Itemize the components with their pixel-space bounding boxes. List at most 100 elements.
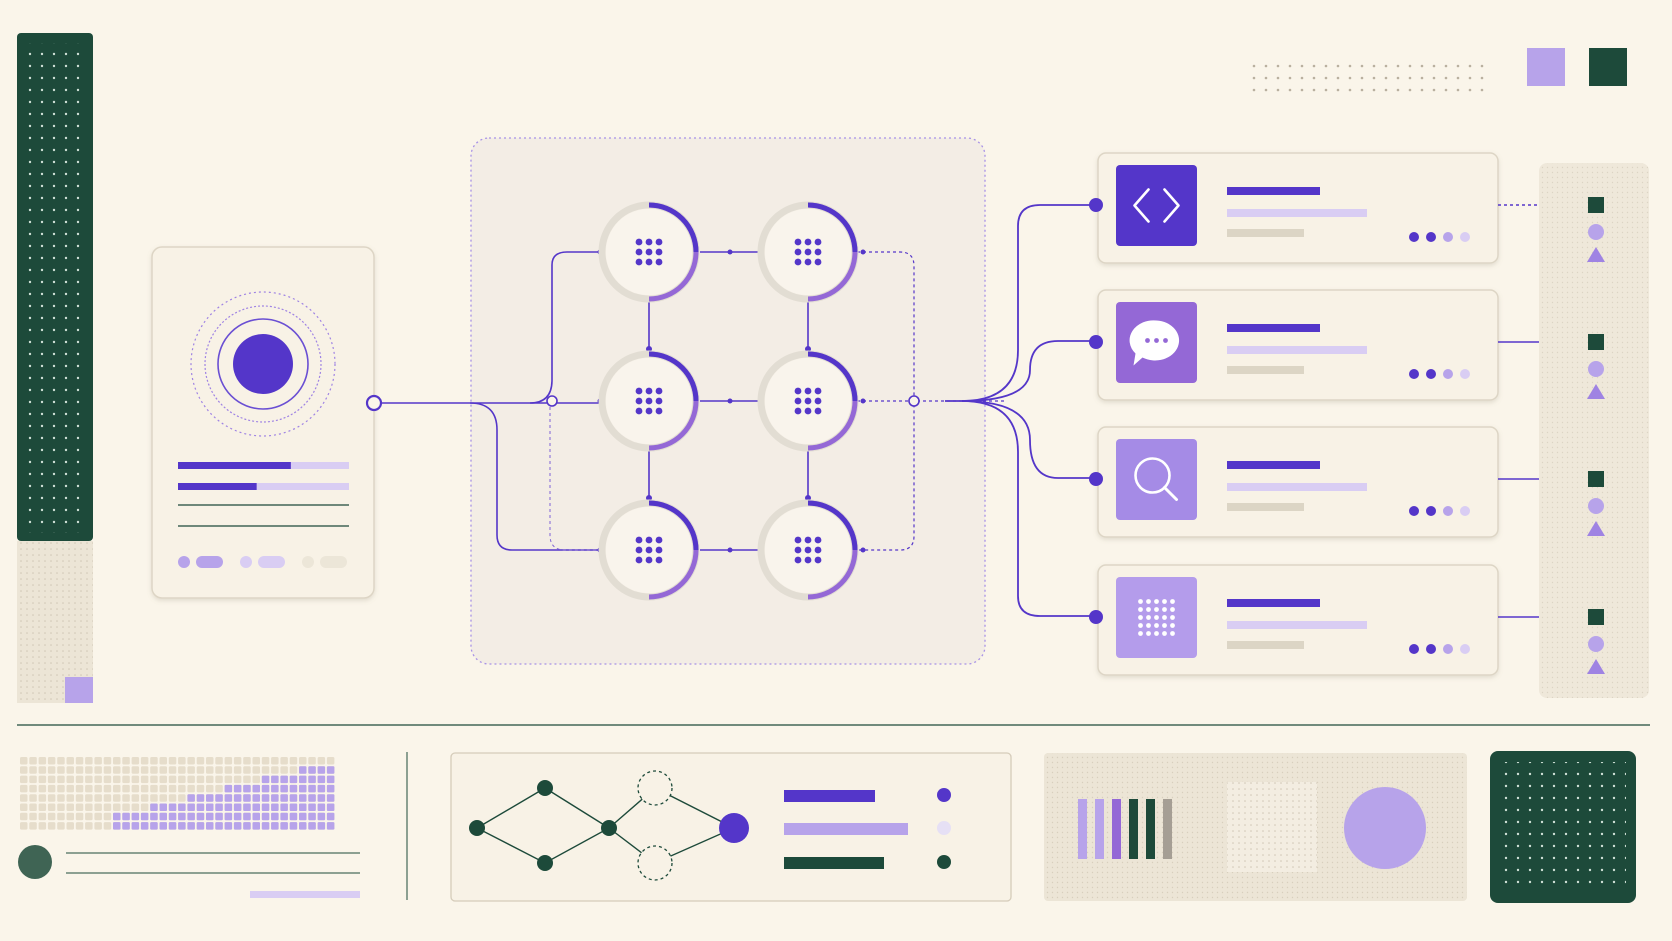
mosaic-cell-filled xyxy=(122,822,130,830)
mosaic-cell-empty xyxy=(38,822,47,830)
circle-icon xyxy=(1588,361,1604,377)
mosaic-cell-empty xyxy=(131,766,140,774)
mosaic-cell-empty xyxy=(57,812,65,821)
strip-dot xyxy=(1288,88,1292,92)
network-bar-1 xyxy=(784,790,875,802)
mosaic-cell-empty xyxy=(215,766,223,774)
mosaic-cell-empty xyxy=(308,757,316,765)
mosaic-cell-empty xyxy=(47,757,56,765)
grid-dot xyxy=(804,387,812,395)
grid-dot xyxy=(645,248,653,256)
mosaic-cell-filled xyxy=(271,803,279,811)
fan-line-4 xyxy=(961,400,1096,617)
card-status-dot xyxy=(1409,232,1419,242)
card-short-bar xyxy=(1227,366,1304,374)
mosaic-cell-filled xyxy=(159,812,167,821)
mosaic-cell-empty xyxy=(103,784,112,793)
grid-dot xyxy=(655,556,663,564)
mosaic-cell-empty xyxy=(103,766,112,774)
grid-dot xyxy=(655,536,663,544)
mosaic-cell-empty xyxy=(233,775,242,784)
strip-dot xyxy=(1444,64,1448,68)
dot-grid-icon xyxy=(794,536,822,564)
input-branch-up xyxy=(529,251,600,404)
mosaic-cell-filled xyxy=(261,812,270,821)
mosaic-circle-marker xyxy=(18,845,52,879)
strip-dot xyxy=(1324,76,1328,80)
mosaic-cell-filled xyxy=(159,822,167,830)
grid-dot xyxy=(1146,623,1151,628)
mosaic-cell-empty xyxy=(20,775,28,784)
grid-dot xyxy=(635,556,643,564)
mosaic-cell-filled xyxy=(271,784,279,793)
output-card xyxy=(1089,152,1568,264)
pill-dot xyxy=(302,556,314,568)
grid-dot xyxy=(814,536,822,544)
grid-dot xyxy=(794,258,802,266)
grid-dot xyxy=(804,536,812,544)
mosaic-cell-empty xyxy=(140,766,149,774)
mosaic-cell-empty xyxy=(29,794,37,802)
mosaic-cell-empty xyxy=(66,766,74,774)
mosaic-cell-empty xyxy=(113,766,121,774)
grid-dot xyxy=(794,238,802,246)
mosaic-cell-empty xyxy=(168,794,177,802)
mosaic-cell-filled xyxy=(289,784,298,793)
card-status-dot xyxy=(1409,506,1419,516)
strip-dot xyxy=(1348,64,1352,68)
strip-dot xyxy=(1288,76,1292,80)
grid-dot xyxy=(1138,631,1143,636)
mosaic-cell-empty xyxy=(94,794,102,802)
output-card xyxy=(1089,426,1568,538)
strip-dot xyxy=(1300,64,1304,68)
strip-dot xyxy=(1264,76,1268,80)
mosaic-cell-empty xyxy=(57,784,65,793)
mosaic-cell-empty xyxy=(196,784,205,793)
mosaic-cell-empty xyxy=(113,757,121,765)
mosaic-cell-empty xyxy=(20,794,28,802)
mosaic-cell-empty xyxy=(113,803,121,811)
mosaic-cell-empty xyxy=(57,803,65,811)
input-card xyxy=(151,246,383,599)
grid-dot xyxy=(794,536,802,544)
chat-dot xyxy=(1145,338,1150,343)
card-status-dot xyxy=(1426,506,1436,516)
node-progress-arc-strong xyxy=(807,202,858,253)
card-line-bar xyxy=(1227,483,1367,491)
mosaic-cell-empty xyxy=(103,822,112,830)
card-status-dot xyxy=(1426,369,1436,379)
mosaic-cell-empty xyxy=(85,822,93,830)
grid-dot xyxy=(814,556,822,564)
mosaic-cell-empty xyxy=(94,757,102,765)
mosaic-cell-empty xyxy=(85,775,93,784)
grid-dot xyxy=(1170,607,1175,612)
node-progress-arc-strong xyxy=(648,202,699,253)
mosaic-cell-empty xyxy=(178,794,186,802)
mosaic-cell-empty xyxy=(103,757,112,765)
strip-dot xyxy=(1336,76,1340,80)
mosaic-cell-empty xyxy=(75,775,84,784)
strip-dot xyxy=(1456,64,1460,68)
network-bar-3 xyxy=(784,857,884,869)
pill-dot xyxy=(178,556,190,568)
mosaic-cell-filled xyxy=(224,794,233,802)
barcode-stripe xyxy=(1163,799,1172,859)
mosaic-cell-empty xyxy=(85,803,93,811)
left-side-bar xyxy=(17,33,93,703)
grid-dot xyxy=(804,258,812,266)
mosaic-cell-empty xyxy=(168,775,177,784)
grid-dot xyxy=(794,546,802,554)
mosaic-cell-filled xyxy=(271,794,279,802)
mosaic-cell-empty xyxy=(94,766,102,774)
mosaic-cell-filled xyxy=(289,794,298,802)
grid-dot xyxy=(1154,599,1159,604)
mosaic-cell-filled xyxy=(299,766,307,774)
strip-dot xyxy=(1468,88,1472,92)
grid-dot xyxy=(1138,607,1143,612)
mosaic-cell-filled xyxy=(215,822,223,830)
dot-grid-icon xyxy=(635,536,663,564)
mosaic-cell-empty xyxy=(150,784,158,793)
mosaic-cell-filled xyxy=(308,784,316,793)
grid-dot xyxy=(655,248,663,256)
mosaic-cell-empty xyxy=(178,775,186,784)
